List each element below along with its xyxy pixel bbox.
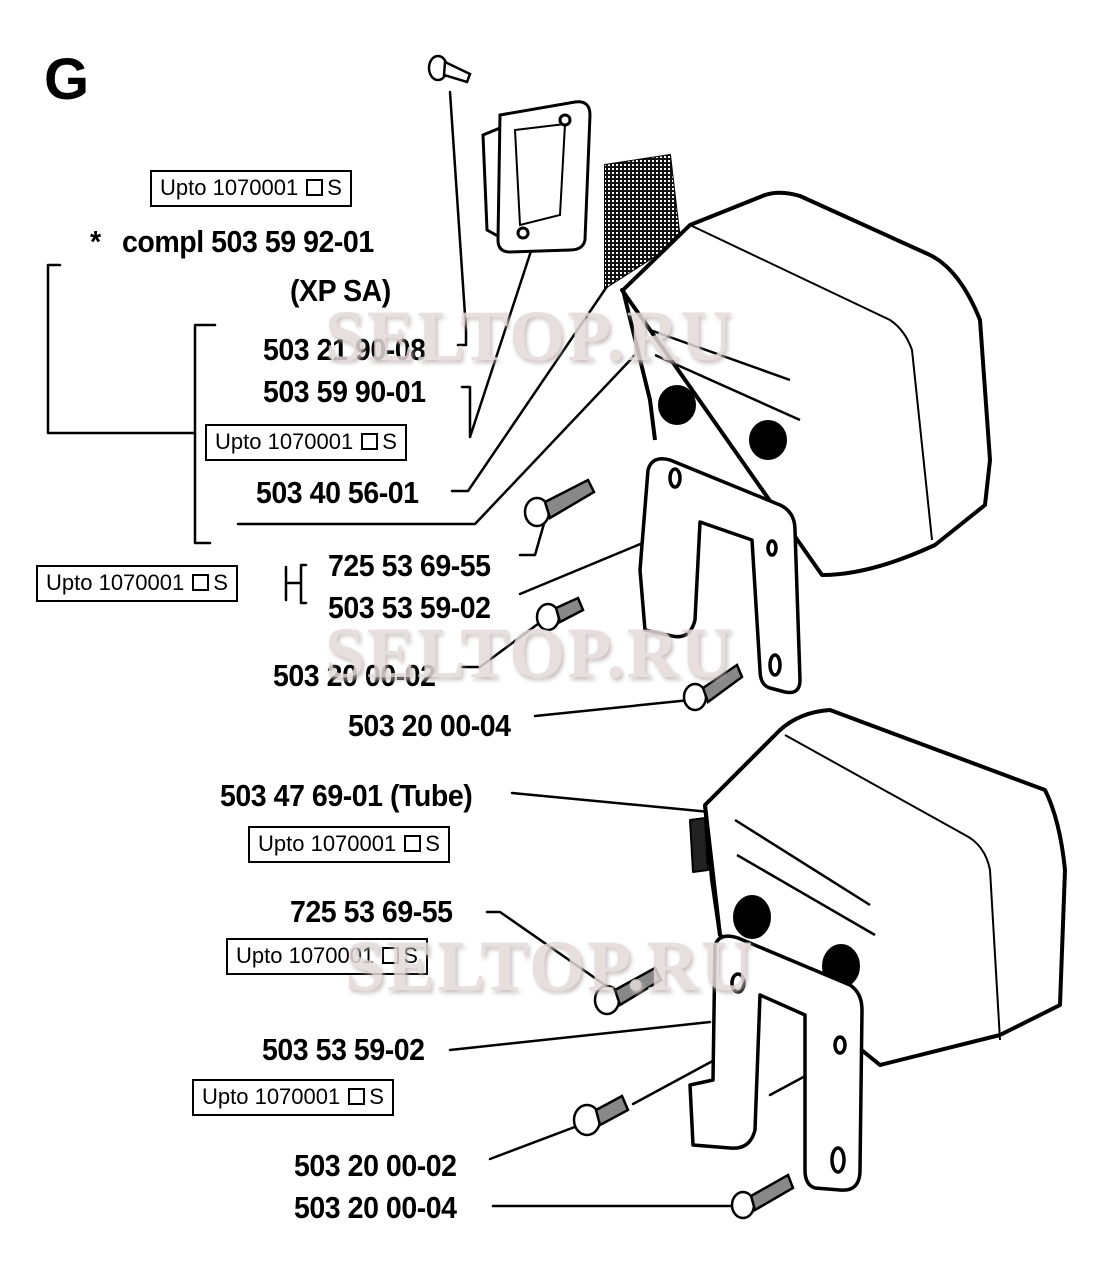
leader-503-53-59-02	[518, 538, 652, 596]
part-number: 503 40 56-01	[256, 475, 419, 510]
leader-bracket-main	[236, 353, 637, 526]
assembly-bracket	[46, 263, 197, 435]
leader-503-59-90-01	[460, 246, 534, 439]
serial-note-text: Upto 1070001	[215, 429, 354, 454]
serial-note-suffix: S	[403, 943, 418, 968]
part-number: 725 53 69-55	[290, 894, 453, 929]
leader-503-47-69-01	[510, 791, 712, 814]
screw-top	[427, 54, 472, 84]
serial-note-suffix: S	[369, 1084, 384, 1109]
assembly-label: compl 503 59 92-01	[122, 224, 374, 259]
leader-503-21-90-08	[448, 90, 468, 347]
serial-note-box: Upto 1070001 S	[36, 565, 238, 602]
part-number: 503 47 69-01 (Tube)	[220, 778, 473, 813]
group-bracket	[193, 323, 217, 545]
serial-note-suffix: S	[425, 831, 440, 856]
gasket-plate	[481, 100, 592, 254]
leader-503-20-00-04	[533, 698, 692, 718]
assembly-variant: (XP SA)	[290, 273, 391, 308]
serial-note-text: Upto 1070001	[236, 943, 375, 968]
serial-note-text: Upto 1070001	[160, 175, 299, 200]
checkbox-square-icon	[306, 179, 324, 196]
serial-note-text: Upto 1070001	[258, 831, 397, 856]
part-number: 725 53 69-55	[328, 548, 491, 583]
part-number: 503 21 90-08	[263, 332, 426, 367]
mounting-bracket-upper	[638, 457, 802, 695]
screw-503-20-00-04-lower	[730, 1173, 795, 1220]
leader-lower-mount	[631, 1055, 722, 1106]
checkbox-square-icon	[404, 835, 422, 852]
screw-503-20-00-02-upper	[535, 596, 585, 632]
screw-725-53-69-55-lower	[593, 966, 663, 1016]
checkbox-square-icon	[361, 433, 379, 450]
serial-note-text: Upto 1070001	[202, 1084, 341, 1109]
screw-725-53-69-55-upper	[523, 478, 596, 528]
checkbox-square-icon	[192, 574, 210, 591]
part-number: 503 53 59-02	[262, 1032, 425, 1067]
serial-note-box: Upto 1070001 S	[205, 424, 407, 461]
serial-note-box: Upto 1070001 S	[192, 1079, 394, 1116]
part-number: 503 59 90-01	[263, 374, 426, 409]
serial-note-box: Upto 1070001 S	[248, 826, 450, 863]
checkbox-square-icon	[348, 1088, 366, 1105]
leader-503-40-56-01	[450, 258, 627, 493]
serial-note-box: Upto 1070001 S	[226, 938, 428, 975]
leader-725-53-69-55	[518, 518, 547, 557]
serial-note-text: Upto 1070001	[46, 570, 185, 595]
part-number: 503 20 00-04	[348, 708, 511, 743]
assembly-star: *	[90, 224, 101, 259]
part-number: 503 20 00-04	[294, 1190, 457, 1225]
section-letter: G	[44, 47, 90, 112]
serial-bracket	[284, 563, 308, 605]
checkbox-square-icon	[382, 947, 400, 964]
leader-lower-725-53-69-55	[485, 910, 607, 987]
muffler-upper	[620, 190, 992, 577]
serial-note-box: Upto 1070001 S	[150, 170, 352, 207]
mounting-bracket-lower	[688, 934, 864, 1192]
part-number: 503 20 00-02	[273, 658, 436, 693]
leader-lower-503-20-00-02	[488, 1123, 582, 1161]
leader-lower-503-53-59-02	[448, 1020, 712, 1052]
serial-note-suffix: S	[213, 570, 228, 595]
serial-note-suffix: S	[382, 429, 397, 454]
screw-503-20-00-04-upper	[682, 663, 744, 712]
serial-note-suffix: S	[327, 175, 342, 200]
part-number: 503 20 00-02	[294, 1148, 457, 1183]
part-number: 503 53 59-02	[328, 590, 491, 625]
screw-503-20-00-02-lower	[572, 1094, 630, 1137]
leader-503-20-00-02	[460, 613, 552, 669]
